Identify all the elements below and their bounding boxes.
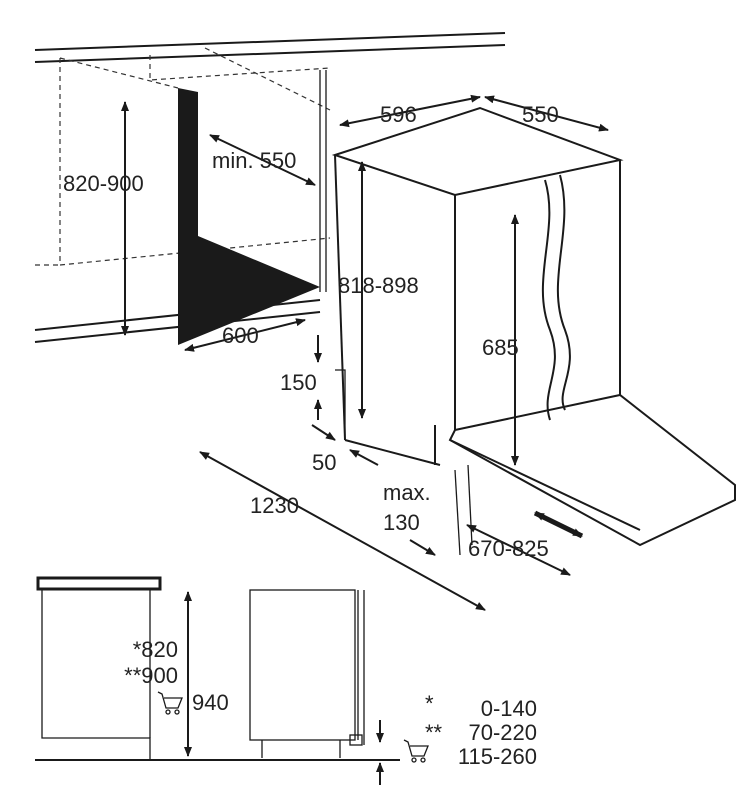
label-width: 596 xyxy=(380,102,417,127)
height-label-2: **900 xyxy=(124,663,178,688)
legend-mark-1: * xyxy=(425,691,434,716)
dim-depth xyxy=(484,95,609,132)
label-depth: 550 xyxy=(522,102,559,127)
label-door-height: 685 xyxy=(482,335,519,360)
side-view-dishwasher xyxy=(249,589,384,785)
label-niche-height: 820-900 xyxy=(63,171,144,196)
label-150: 150 xyxy=(280,370,317,395)
height-label-3: 940 xyxy=(192,690,229,715)
label-niche-width: 600 xyxy=(222,323,259,348)
door-slide-arrow xyxy=(533,510,584,539)
dim-50-arrow xyxy=(311,424,336,441)
dim-plinth xyxy=(466,524,571,576)
legend-value-2: 70-220 xyxy=(468,720,537,745)
legend-value-1: 0-140 xyxy=(481,696,537,721)
label-min-depth: min. 550 xyxy=(212,148,296,173)
label-max-value: 130 xyxy=(383,510,420,535)
niche-shadow xyxy=(178,88,320,345)
side-view-cabinet xyxy=(35,576,400,761)
height-label-1: *820 xyxy=(133,637,178,662)
label-appliance-height: 818-898 xyxy=(338,273,419,298)
countertop xyxy=(34,32,506,63)
label-door-open: 1230 xyxy=(250,493,299,518)
label-max: max. xyxy=(383,480,431,505)
cart-icon xyxy=(157,691,183,715)
label-plinth: 670-825 xyxy=(468,536,549,561)
dim-niche-width xyxy=(184,318,306,352)
cart-icon xyxy=(403,739,429,763)
dim-max-arrow xyxy=(409,539,436,556)
label-50: 50 xyxy=(312,450,336,475)
dim-door-open xyxy=(199,451,486,611)
dim-50-arrow2 xyxy=(349,449,379,466)
dim-width xyxy=(339,94,481,128)
dim-min-depth xyxy=(209,134,316,186)
legend-value-3: 115-260 xyxy=(458,744,537,769)
legend-mark-2: ** xyxy=(425,720,443,745)
